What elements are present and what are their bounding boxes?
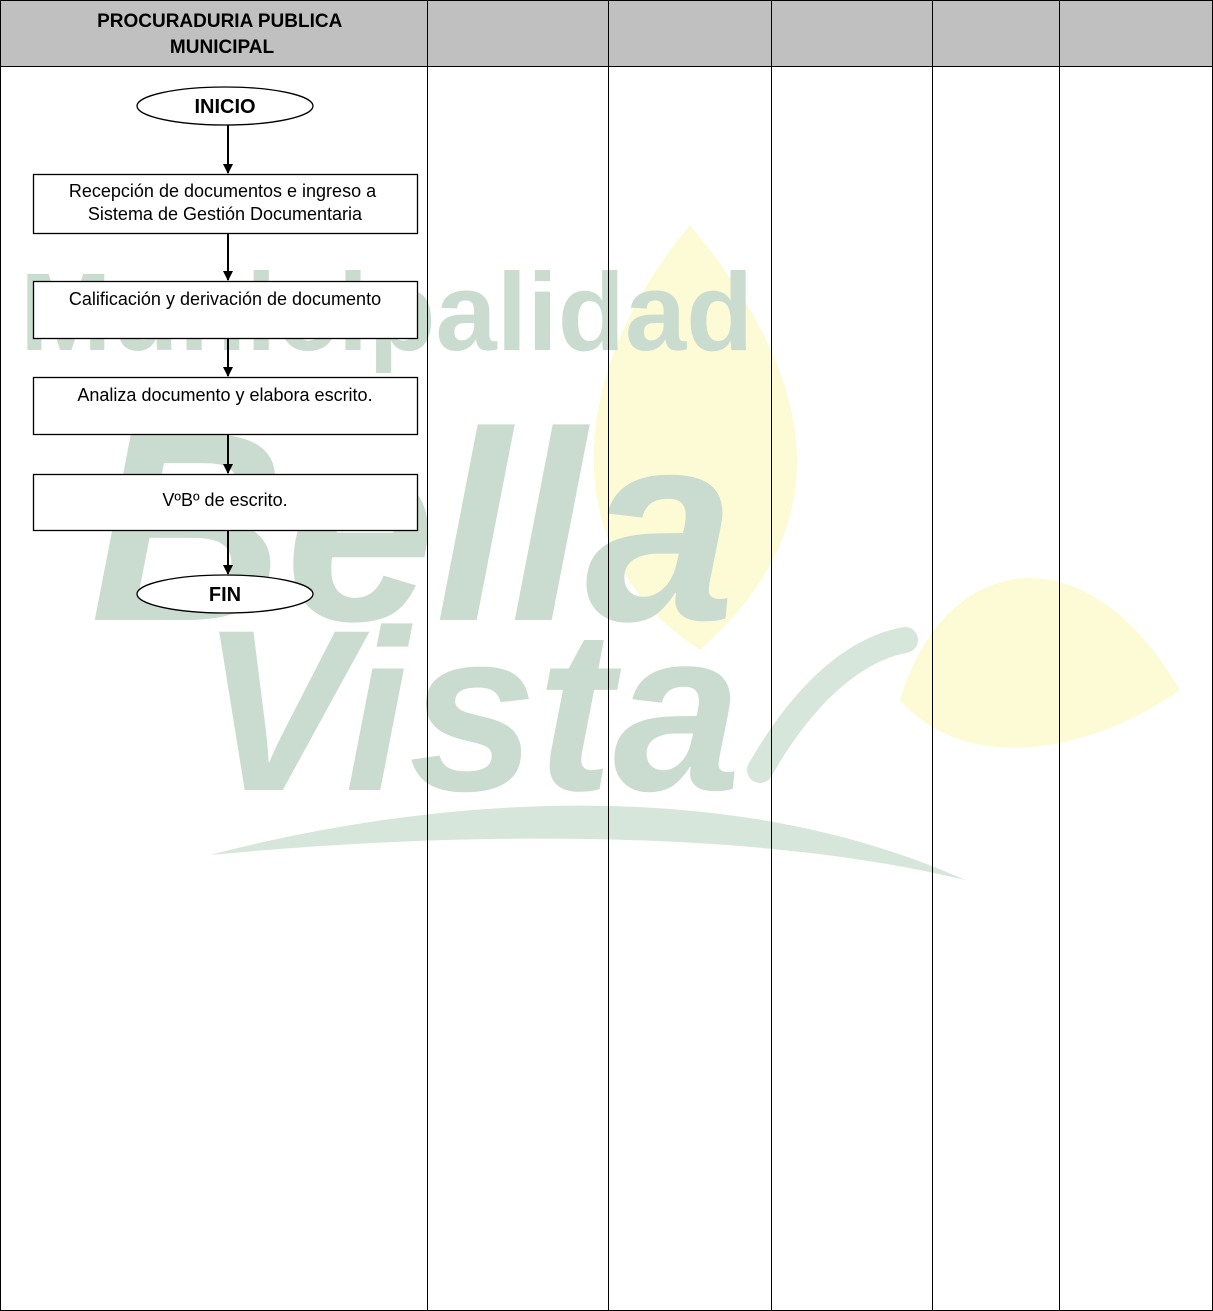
process-step-4: VºBº de escrito. xyxy=(32,473,419,532)
process-label-1-line-1: Recepción de documentos e ingreso a xyxy=(69,181,377,201)
start-label: INICIO xyxy=(194,96,255,118)
process-step-3: Analiza documento y elabora escrito. xyxy=(32,376,419,436)
watermark-swoosh xyxy=(210,805,965,880)
process-label-4-line-1: VºBº de escrito. xyxy=(162,490,287,510)
watermark-leaf-shape xyxy=(593,225,798,650)
process-box-3 xyxy=(32,376,419,436)
process-step-1: Recepción de documentos e ingreso a Sist… xyxy=(32,173,419,235)
process-label-3: Analiza documento y elabora escrito. xyxy=(77,385,372,405)
process-box-2 xyxy=(32,280,419,340)
process-label-4: VºBº de escrito. xyxy=(162,490,287,510)
watermark-swoosh-stroke xyxy=(747,627,918,783)
header-row: PROCURADURIA PUBLICA MUNICIPAL xyxy=(0,0,1213,67)
end-terminator xyxy=(136,574,314,614)
process-step-2: Calificación y derivación de documento xyxy=(32,280,419,340)
end-label: FIN xyxy=(209,584,241,606)
start-node: INICIO xyxy=(136,86,314,126)
flow-nodes: INICIO Recepción de documentos e ingreso… xyxy=(32,86,419,614)
process-label-3-line-1: Analiza documento y elabora escrito. xyxy=(77,385,372,405)
start-terminator xyxy=(136,86,314,126)
process-label-2: Calificación y derivación de documento xyxy=(69,289,381,309)
watermark-leaf-shape-2 xyxy=(900,578,1180,748)
process-label-1-line-2: Sistema de Gestión Documentaria xyxy=(88,204,363,224)
end-node: FIN xyxy=(136,574,314,614)
process-label-1: Recepción de documentos e ingreso a Sist… xyxy=(69,181,381,224)
process-box-4 xyxy=(32,473,419,532)
lane-header-line-1: PROCURADURIA PUBLICA xyxy=(97,11,343,32)
lane-header-line-2: MUNICIPAL xyxy=(170,37,275,58)
watermark-text-line-3: Vista xyxy=(200,582,741,839)
process-label-2-line-1: Calificación y derivación de documento xyxy=(69,289,381,309)
lane-header-procuraduria: PROCURADURIA PUBLICA MUNICIPAL xyxy=(97,11,347,58)
process-box-1 xyxy=(32,173,419,235)
